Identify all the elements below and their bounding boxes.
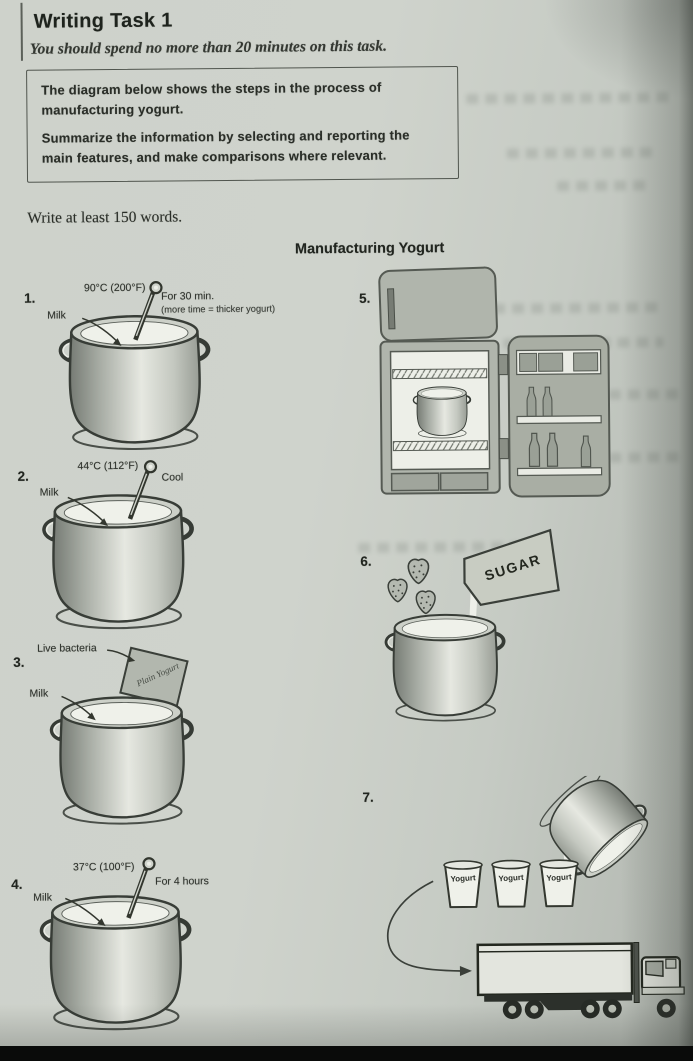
step6-flavoring-illustration: SUGAR (384, 528, 560, 724)
trailer-skirt (484, 993, 633, 1011)
bacteria-arrow (128, 656, 136, 663)
cab-window (645, 960, 664, 978)
sugar-packet: SUGAR (463, 528, 560, 607)
door-hinge (498, 438, 509, 460)
yogurt-starter-packet: Plain Yogurt (119, 646, 189, 708)
arrowhead (459, 966, 472, 977)
door-shelf (516, 467, 603, 477)
yogurt-cup: Yogurt (442, 859, 484, 909)
to-truck-arrow (387, 880, 462, 972)
exhaust-stack (633, 941, 640, 1004)
cup-label: Yogurt (450, 873, 476, 884)
task-prompt-line2: Summarize the information by selecting a… (41, 127, 410, 166)
page-title: Writing Task 1 (33, 9, 173, 33)
diagram-title: Manufacturing Yogurt (294, 240, 445, 258)
door-hinge (498, 354, 509, 376)
cup-label: Yogurt (498, 873, 524, 884)
task-prompt-box: The diagram below shows the steps in the… (26, 66, 460, 183)
crisper-drawer (439, 472, 489, 491)
wire-shelf (392, 440, 488, 452)
step5-refrigerator-illustration (378, 266, 611, 498)
step3-add-bacteria-illustration: Plain Yogurt (3, 646, 315, 844)
strawberry-icon (387, 578, 408, 603)
ghost-text-smudge (557, 180, 653, 192)
pot-in-fridge (412, 385, 472, 440)
yogurt-cup: Yogurt (538, 858, 580, 908)
task-prompt-line1: The diagram below shows the steps in the… (41, 79, 382, 118)
time-instruction: You should spend no more than 20 minutes… (29, 37, 387, 58)
milk-arrow (97, 918, 106, 927)
freezer-handle (387, 288, 396, 330)
milk-arrow (87, 712, 96, 721)
door-shelf (516, 415, 602, 425)
ghost-text-smudge (608, 389, 679, 400)
ghost-text-smudge (506, 147, 652, 159)
cup-label: Yogurt (546, 872, 572, 883)
bumper (641, 986, 685, 996)
strawberry-icon (407, 558, 430, 585)
freezer-door (378, 266, 498, 342)
min-words-note: Write at least 150 words. (27, 208, 183, 227)
step5-number: 5. (359, 290, 371, 306)
milk-arrow (99, 518, 109, 527)
photo-bottom-black-strip (0, 1046, 693, 1061)
delivery-truck (476, 941, 685, 1020)
crisper-drawer (390, 472, 440, 492)
wire-shelf (392, 368, 488, 380)
step7-packaging-distribution-illustration: Yogurt Yogurt Yogurt (387, 774, 685, 1020)
milk-arrow (113, 338, 122, 346)
strawberry-icon (415, 590, 436, 615)
step4-fermenting-pot-illustration (3, 857, 315, 1061)
step1-heating-pot-illustration (16, 281, 318, 469)
ghost-text-smudge (609, 452, 680, 463)
margin-rule (20, 2, 23, 61)
step2-cooling-pot-illustration (7, 460, 309, 651)
yogurt-cup: Yogurt (490, 859, 532, 908)
ghost-text-smudge (466, 92, 672, 104)
